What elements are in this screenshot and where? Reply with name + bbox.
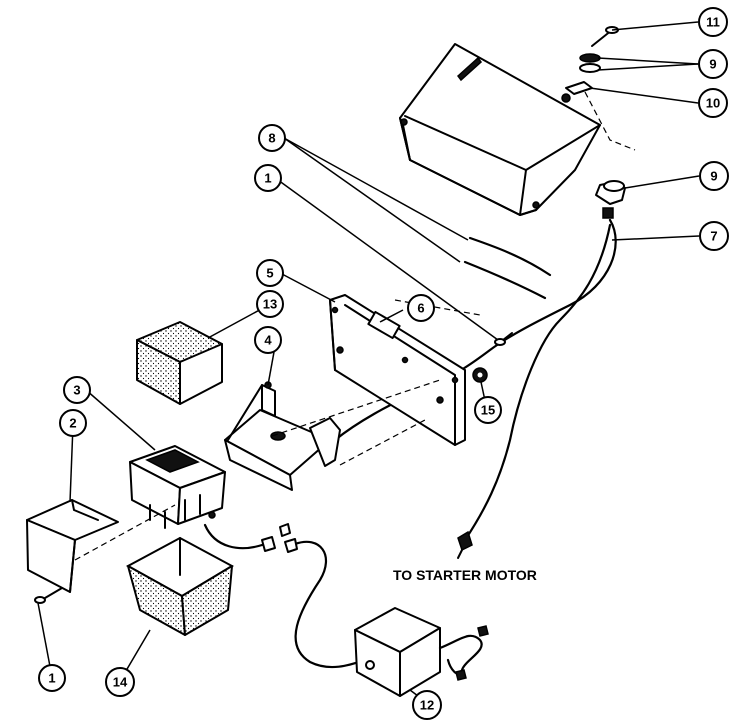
callout-13: 13 — [256, 290, 284, 318]
callout-1-bottom: 1 — [38, 664, 66, 692]
starter-motor-caption: TO STARTER MOTOR — [393, 567, 537, 583]
svg-text:1: 1 — [48, 671, 55, 686]
power-wires — [203, 523, 367, 669]
svg-text:8: 8 — [268, 131, 275, 146]
cable-ties-8 — [463, 236, 552, 300]
switch-9 — [595, 180, 626, 219]
washer-9 — [579, 53, 601, 73]
screw-1-lower — [34, 587, 63, 604]
svg-text:9: 9 — [710, 169, 717, 184]
grommet-10 — [565, 81, 593, 95]
svg-text:7: 7 — [710, 229, 717, 244]
callout-14: 14 — [105, 667, 135, 697]
svg-text:15: 15 — [481, 403, 495, 418]
svg-text:4: 4 — [264, 333, 272, 348]
nut-15 — [472, 367, 488, 383]
svg-text:14: 14 — [113, 675, 128, 690]
mounting-bracket-5 — [329, 294, 466, 446]
svg-text:11: 11 — [706, 15, 720, 30]
callout-15: 15 — [474, 396, 502, 424]
callout-8: 8 — [258, 124, 286, 152]
transformer-12 — [354, 607, 489, 697]
control-box-3 — [129, 445, 226, 529]
mounting-tray-4 — [224, 381, 341, 491]
callout-7: 7 — [699, 221, 729, 251]
svg-text:12: 12 — [420, 698, 434, 713]
cover-13 — [136, 321, 223, 405]
callout-11: 11 — [698, 7, 728, 37]
svg-text:10: 10 — [706, 96, 720, 111]
svg-text:1: 1 — [264, 171, 271, 186]
end-plate-2 — [26, 499, 119, 593]
callout-3: 3 — [63, 376, 91, 404]
callout-12: 12 — [412, 690, 442, 720]
svg-text:3: 3 — [73, 383, 80, 398]
callout-9-mid: 9 — [699, 161, 729, 191]
svg-text:9: 9 — [709, 57, 716, 72]
top-cover — [399, 43, 601, 216]
svg-text:5: 5 — [266, 266, 273, 281]
callout-1-top: 1 — [254, 164, 282, 192]
callout-10: 10 — [698, 88, 728, 118]
leader-lines — [37, 21, 700, 703]
tray-14 — [125, 536, 235, 636]
callout-6: 6 — [407, 294, 435, 322]
svg-text:6: 6 — [417, 301, 424, 316]
callout-2: 2 — [59, 409, 87, 437]
callout-5: 5 — [256, 259, 284, 287]
svg-text:13: 13 — [263, 297, 277, 312]
callout-9-top: 9 — [698, 49, 728, 79]
svg-text:2: 2 — [69, 416, 76, 431]
callout-4: 4 — [254, 326, 282, 354]
